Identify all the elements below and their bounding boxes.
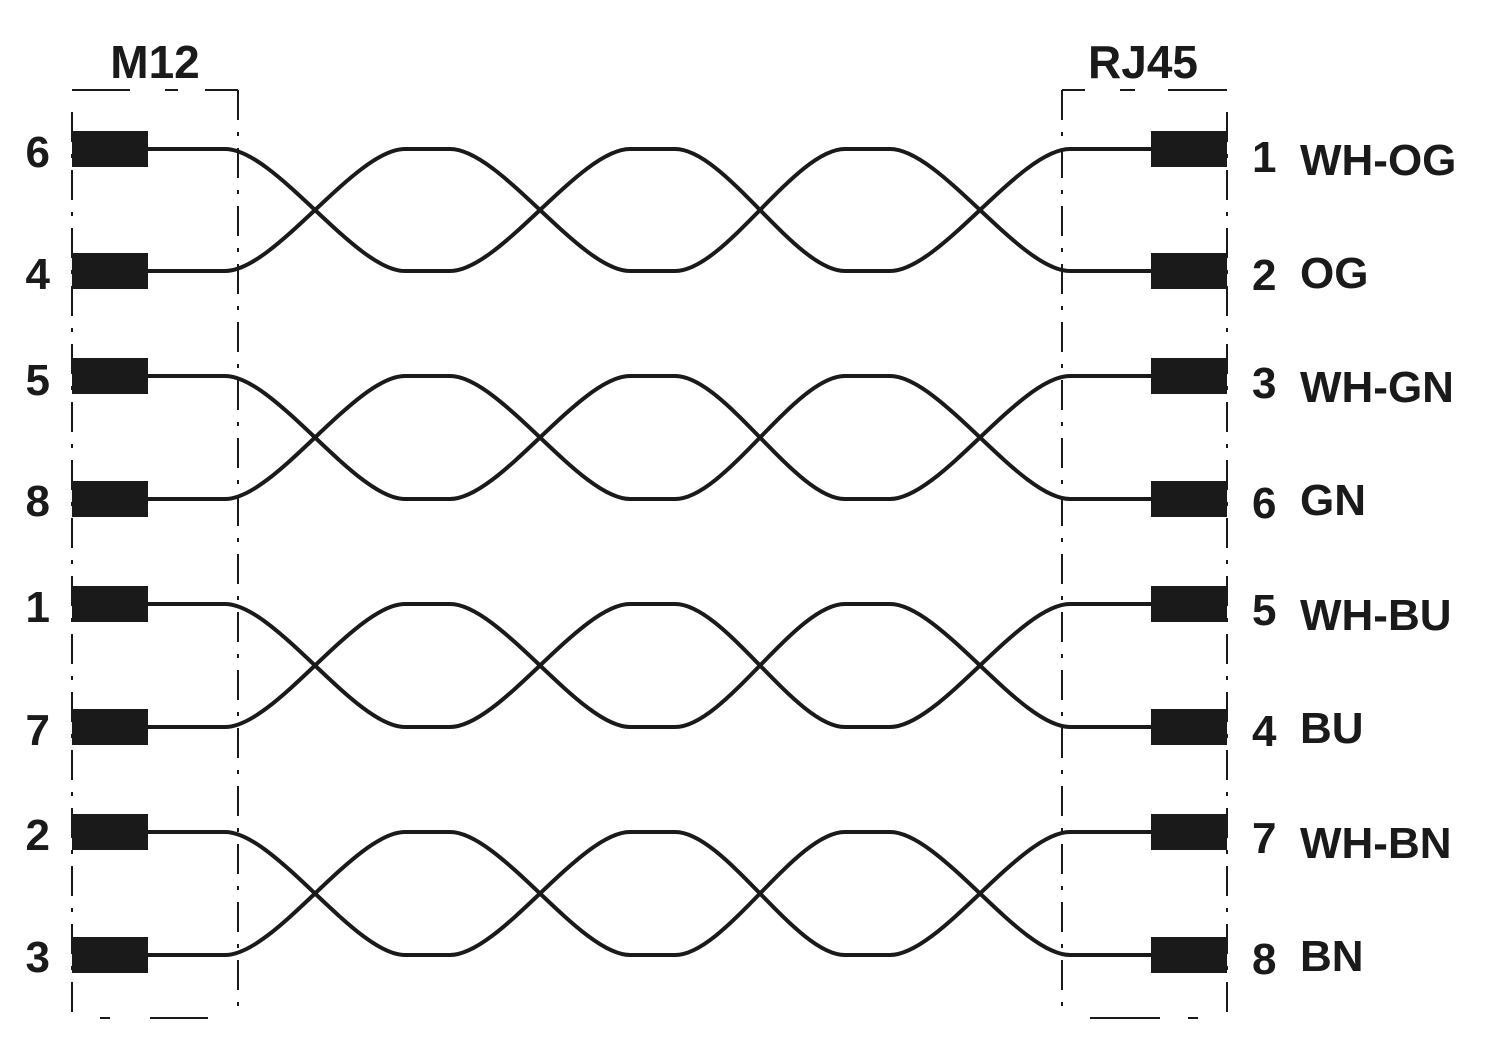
wire-color-code: OG — [1300, 249, 1368, 298]
twisted-pair-4: 2 3 7 8 WH-BN BN — [26, 811, 1452, 984]
wire-b — [148, 602, 1151, 729]
m12-pin-contact — [72, 131, 148, 167]
m12-pin-number: 6 — [26, 128, 50, 177]
wire-color-code: WH-BN — [1300, 819, 1452, 868]
m12-connector-title: M12 — [110, 36, 199, 88]
wire-b — [148, 374, 1151, 501]
rj45-pin-number: 6 — [1252, 479, 1276, 528]
wire-color-code: GN — [1300, 476, 1366, 525]
rj45-pin-number: 3 — [1252, 359, 1276, 408]
wire-a — [148, 830, 1151, 957]
wire-color-code: WH-BU — [1300, 591, 1452, 640]
wire-a — [148, 374, 1151, 501]
m12-connector-frame — [71, 89, 239, 1019]
rj45-pin-number: 8 — [1252, 935, 1276, 984]
rj45-pin-contact — [1151, 253, 1227, 289]
m12-pin-number: 1 — [26, 583, 50, 632]
m12-pin-number: 3 — [26, 933, 50, 982]
m12-pin-contact — [72, 481, 148, 517]
rj45-pin-contact — [1151, 586, 1227, 622]
rj45-pin-number: 7 — [1252, 814, 1276, 863]
m12-pin-contact — [72, 253, 148, 289]
wire-a — [148, 147, 1151, 273]
m12-pin-number: 4 — [26, 250, 51, 299]
rj45-pin-contact — [1151, 709, 1227, 745]
twisted-pair-3: 1 7 5 4 WH-BU BU — [26, 583, 1452, 756]
wire-color-code: WH-GN — [1300, 363, 1454, 412]
m12-pin-number: 8 — [26, 477, 50, 526]
m12-pin-number: 5 — [26, 356, 50, 405]
m12-pin-number: 7 — [26, 706, 50, 755]
rj45-pin-number: 2 — [1252, 251, 1276, 300]
m12-pin-contact — [72, 709, 148, 745]
wire-color-code: WH-OG — [1300, 136, 1456, 185]
wire-a — [148, 602, 1151, 729]
wire-color-code: BU — [1300, 704, 1364, 753]
rj45-pin-contact — [1151, 358, 1227, 394]
m12-pin-number: 2 — [26, 811, 50, 860]
m12-pin-contact — [72, 937, 148, 973]
rj45-pin-contact — [1151, 814, 1227, 850]
twisted-pair-2: 5 8 3 6 WH-GN GN — [26, 356, 1454, 528]
rj45-pin-number: 1 — [1252, 133, 1276, 182]
rj45-pin-contact — [1151, 937, 1227, 973]
rj45-pin-number: 5 — [1252, 586, 1276, 635]
wire-color-code: BN — [1300, 932, 1364, 981]
rj45-connector-frame — [1061, 89, 1228, 1019]
m12-pin-contact — [72, 586, 148, 622]
rj45-pin-number: 4 — [1252, 707, 1277, 756]
twisted-pair-1: 6 4 1 2 WH-OG OG — [26, 128, 1457, 300]
m12-pin-contact — [72, 814, 148, 850]
rj45-pin-contact — [1151, 481, 1227, 517]
rj45-connector-title: RJ45 — [1088, 36, 1198, 88]
wire-b — [148, 830, 1151, 957]
rj45-pin-contact — [1151, 131, 1227, 167]
m12-pin-contact — [72, 358, 148, 394]
wire-b — [148, 147, 1151, 273]
